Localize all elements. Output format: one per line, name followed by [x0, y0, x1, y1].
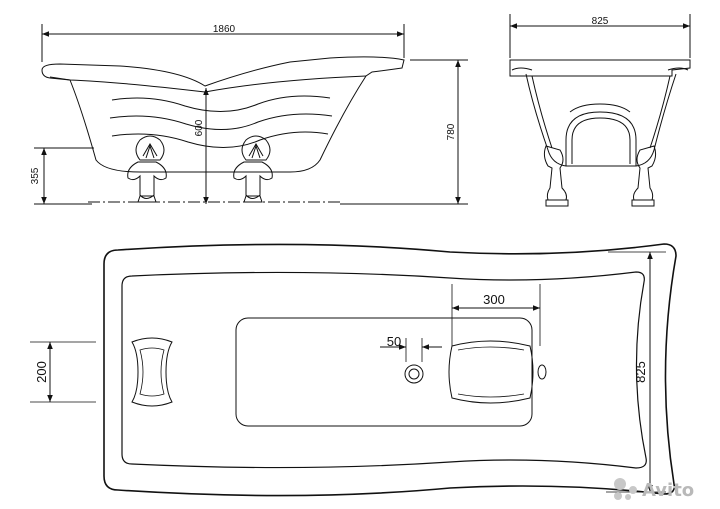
- plan-outer: [103, 243, 677, 497]
- dim-label-1860: 1860: [213, 24, 236, 35]
- end-tub-body: [525, 73, 677, 167]
- plan-basin: [235, 317, 533, 427]
- dim-label-50: 50: [387, 334, 401, 349]
- dim-label-200: 200: [34, 361, 49, 383]
- plan-inner: [121, 271, 647, 469]
- side-leg-left: [127, 135, 167, 203]
- dim-label-825-end: 825: [592, 16, 609, 27]
- end-leg-right: [631, 145, 657, 207]
- end-arch: [565, 111, 637, 166]
- plan-headrest-right: [448, 340, 534, 404]
- dim-label-600: 600: [194, 119, 205, 136]
- avito-dots-icon: [614, 478, 637, 500]
- avito-watermark: Avito: [614, 478, 694, 501]
- dim-label-780: 780: [446, 123, 457, 140]
- side-leg-right: [233, 135, 273, 203]
- end-view: [509, 14, 691, 207]
- dim-label-355: 355: [30, 167, 41, 184]
- side-wave-3: [111, 131, 329, 149]
- dim-label-825-plan: 825: [633, 361, 648, 383]
- side-view: [34, 24, 468, 205]
- side-wave-1: [111, 95, 331, 113]
- end-leg-left: [543, 145, 569, 207]
- end-rim: [509, 59, 691, 77]
- dim-label-300: 300: [483, 292, 505, 307]
- avito-watermark-text: Avito: [642, 480, 694, 501]
- plan-drain: [404, 364, 424, 384]
- plan-headrest-left: [131, 337, 173, 407]
- side-tub-rim: [41, 56, 405, 173]
- plan-overflow: [537, 364, 547, 380]
- side-wave-2: [109, 113, 333, 131]
- side-tub-rim-inner: [49, 75, 367, 93]
- plan-view: [30, 243, 677, 497]
